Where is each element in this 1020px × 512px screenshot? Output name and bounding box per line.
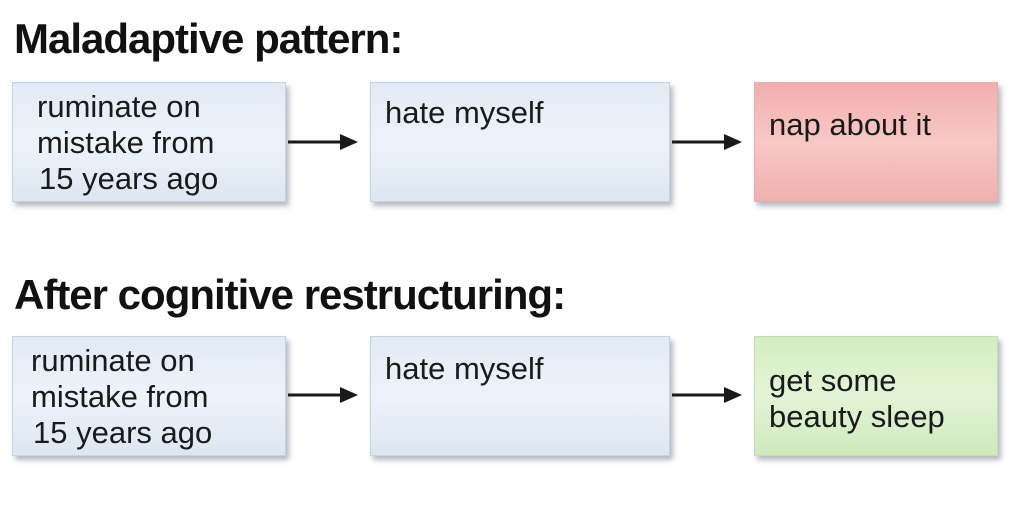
step-text-line: ruminate on <box>31 343 195 378</box>
step-text-line: 15 years ago <box>39 161 219 196</box>
step-text-line: hate myself <box>385 351 544 386</box>
step-text-line: beauty sleep <box>769 399 945 434</box>
arrow-right-icon <box>672 134 742 150</box>
section-1-step-1-box: ruminate on mistake from 15 years ago <box>12 82 286 202</box>
section-1-heading: Maladaptive pattern: <box>14 15 403 62</box>
arrow-right-icon <box>288 387 358 403</box>
step-text-line: 15 years ago <box>33 415 213 450</box>
section-2-heading: After cognitive restructuring: <box>14 271 566 318</box>
step-text-line: mistake from <box>31 379 209 414</box>
section-2-step-1-box: ruminate on mistake from 15 years ago <box>12 336 286 456</box>
step-text-line: ruminate on <box>37 89 201 124</box>
step-text-line: mistake from <box>37 125 215 160</box>
step-text-line: hate myself <box>385 95 544 130</box>
arrow-right-icon <box>672 387 742 403</box>
arrow-right-icon <box>288 134 358 150</box>
section-2-step-3-box: get some beauty sleep <box>754 336 998 456</box>
section-1-step-2-box: hate myself <box>370 82 670 202</box>
section-1-step-3-box: nap about it <box>754 82 998 202</box>
section-2-step-2-box: hate myself <box>370 336 670 456</box>
step-text-line: nap about it <box>769 107 932 142</box>
step-text-line: get some <box>769 363 897 398</box>
